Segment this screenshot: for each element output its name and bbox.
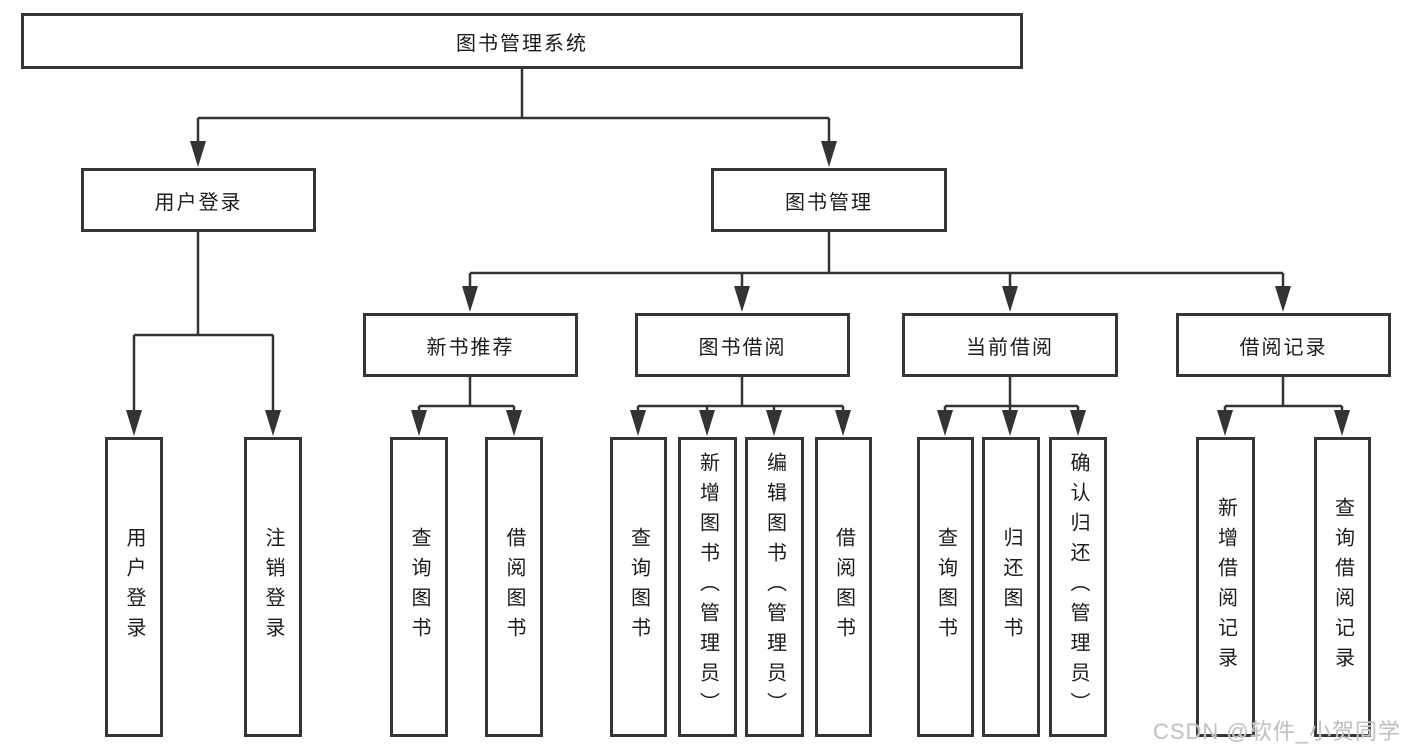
node-borrow-records: 借阅记录	[1176, 313, 1391, 377]
leaf-edit-book-label: 编辑图书（管理员）	[763, 452, 786, 722]
arrow-icon	[1334, 410, 1350, 436]
node-root: 图书管理系统	[21, 13, 1023, 69]
leaf-query-book-current: 查询图书	[917, 437, 974, 737]
arrow-icon	[1002, 410, 1018, 436]
leaf-logout: 注销登录	[244, 437, 302, 737]
arrow-icon	[1070, 410, 1086, 436]
connector-book-borrow	[636, 377, 845, 413]
arrow-icon	[190, 141, 206, 167]
leaf-query-book-borrow-label: 查询图书	[627, 527, 650, 647]
leaf-add-book: 新增图书（管理员）	[678, 437, 737, 737]
leaf-query-record-label: 查询借阅记录	[1331, 497, 1354, 677]
leaf-borrow-book-rec-label: 借阅图书	[503, 527, 525, 647]
node-user-login: 用户登录	[81, 168, 316, 232]
node-book-mgmt: 图书管理	[711, 168, 947, 232]
node-current-borrow-label: 当前借阅	[966, 336, 1054, 359]
leaf-edit-book: 编辑图书（管理员）	[745, 437, 804, 737]
leaf-query-book-rec: 查询图书	[390, 437, 448, 737]
csdn-watermark: CSDN @软件_小贺同学	[1152, 719, 1401, 744]
arrow-icon	[835, 410, 851, 436]
arrow-icon	[462, 286, 478, 312]
connector-book-mgmt	[468, 232, 1285, 289]
arrow-icon	[1275, 286, 1291, 312]
leaf-user-login-label: 用户登录	[123, 527, 145, 647]
leaf-query-book-borrow: 查询图书	[610, 437, 667, 737]
node-book-borrow-label: 图书借阅	[698, 336, 787, 359]
arrow-icon	[630, 410, 646, 436]
node-current-borrow: 当前借阅	[902, 313, 1118, 377]
arrow-icon	[699, 410, 715, 436]
node-book-mgmt-label: 图书管理	[785, 191, 873, 214]
node-user-login-label: 用户登录	[154, 191, 243, 214]
leaf-add-book-label: 新增图书（管理员）	[696, 452, 719, 722]
leaf-borrow-book-rec: 借阅图书	[485, 437, 543, 737]
leaf-borrow-book-label: 借阅图书	[832, 527, 855, 647]
leaf-user-login: 用户登录	[105, 437, 163, 737]
node-new-book-rec: 新书推荐	[363, 313, 578, 377]
arrow-icon	[821, 141, 837, 167]
leaf-return-book: 归还图书	[982, 437, 1040, 737]
connector-new-book-rec	[417, 377, 516, 413]
arrow-icon	[734, 286, 750, 312]
node-root-label: 图书管理系统	[456, 32, 588, 55]
leaf-confirm-return-label: 确认归还（管理员）	[1067, 452, 1089, 722]
arrow-icon	[1002, 286, 1018, 312]
leaf-add-record: 新增借阅记录	[1196, 437, 1255, 737]
leaf-add-record-label: 新增借阅记录	[1214, 497, 1237, 677]
leaf-return-book-label: 归还图书	[1000, 527, 1022, 647]
node-new-book-rec-label: 新书推荐	[426, 336, 515, 359]
leaf-confirm-return: 确认归还（管理员）	[1049, 437, 1107, 737]
connector-borrow-records	[1223, 377, 1344, 413]
connector-root	[196, 69, 831, 144]
connector-current-borrow	[943, 377, 1080, 413]
arrowheads	[126, 141, 1350, 436]
leaf-query-book-rec-label: 查询图书	[408, 527, 430, 647]
arrow-icon	[411, 410, 427, 436]
arrow-icon	[126, 410, 142, 436]
leaf-borrow-book: 借阅图书	[815, 437, 872, 737]
arrow-icon	[766, 410, 782, 436]
node-borrow-records-label: 借阅记录	[1239, 336, 1328, 359]
arrow-icon	[1217, 410, 1233, 436]
arrow-icon	[506, 410, 522, 436]
leaf-query-record: 查询借阅记录	[1314, 437, 1371, 737]
leaf-query-book-current-label: 查询图书	[934, 527, 957, 647]
arrow-icon	[937, 410, 953, 436]
node-book-borrow: 图书借阅	[635, 313, 850, 377]
arrow-icon	[265, 410, 281, 436]
leaf-logout-label: 注销登录	[262, 527, 284, 647]
connector-user-login	[132, 232, 275, 413]
